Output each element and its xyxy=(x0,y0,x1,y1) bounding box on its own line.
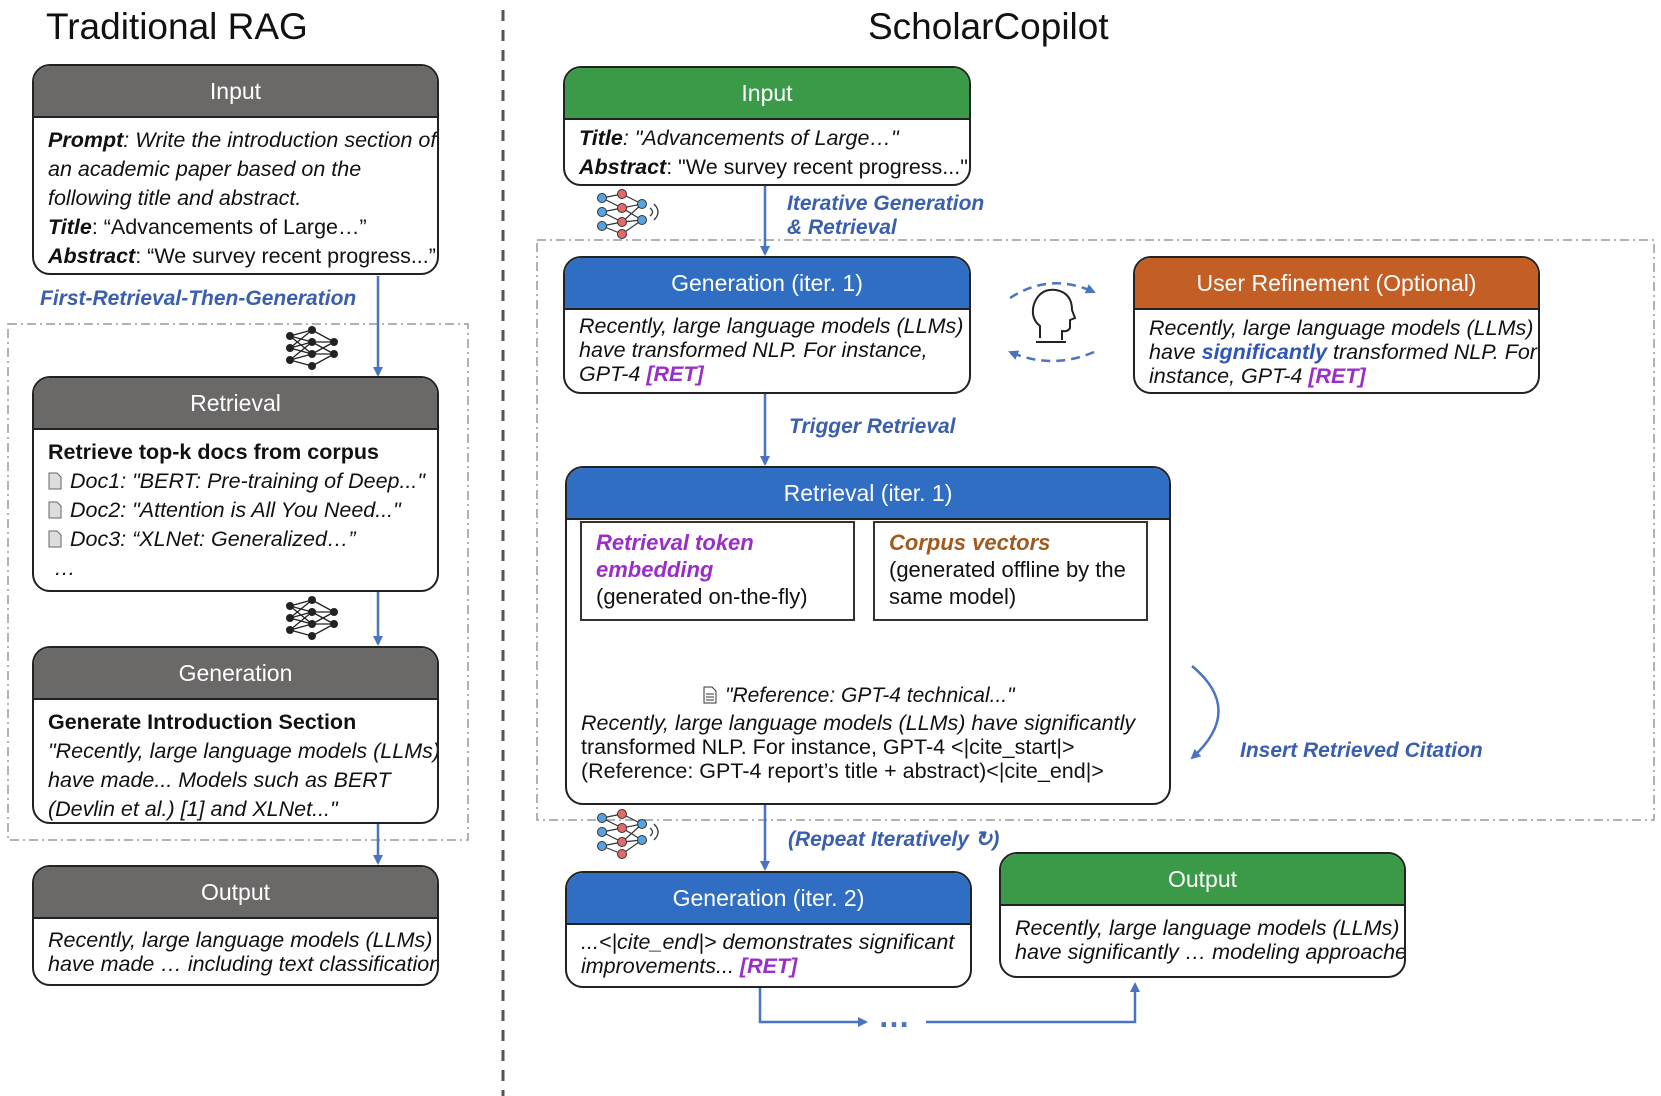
embedding-title-line2: embedding xyxy=(596,557,714,582)
gen1-line1: Recently, large language models (LLMs) xyxy=(579,314,964,338)
abstract-label: Abstract xyxy=(48,244,136,268)
user-refinement-header: User Refinement (Optional) xyxy=(1135,258,1538,310)
right-output-card: Output Recently, large language models (… xyxy=(999,852,1406,978)
left-retrieval-header: Retrieval xyxy=(34,378,437,430)
ret1-header: Retrieval (iter. 1) xyxy=(567,468,1169,520)
right-abstract-label: Abstract xyxy=(579,155,667,179)
prompt-text-line2: an academic paper based on the xyxy=(48,157,362,181)
iterative-generation-line2: & Retrieval xyxy=(787,216,897,239)
gen1-header: Generation (iter. 1) xyxy=(565,258,969,310)
ret-token: [RET] xyxy=(646,362,704,386)
generation-line1: "Recently, large language models (LLMs) xyxy=(48,739,439,763)
arrow-to-user-refinement xyxy=(1009,282,1096,300)
left-pipeline-region xyxy=(7,323,469,841)
document-icon xyxy=(703,686,717,704)
doc-item-2: Doc2: "Attention is All You Need..." xyxy=(70,498,401,522)
gen2-header: Generation (iter. 2) xyxy=(567,873,970,925)
generation-iter1-card: Generation (iter. 1) Recently, large lan… xyxy=(563,256,971,394)
arrow-from-user-refinement xyxy=(1008,350,1095,363)
colored-neural-network-icon xyxy=(596,808,659,860)
first-retrieval-label: First-Retrieval-Then-Generation xyxy=(40,287,357,310)
neural-network-icon xyxy=(285,595,339,641)
iterative-generation-line1: Iterative Generation xyxy=(787,192,985,215)
document-icon xyxy=(48,472,62,490)
corpus-note-line1: (generated offline by the xyxy=(889,557,1126,582)
doc-item-1: Doc1: "BERT: Pre-training of Deep..." xyxy=(70,469,426,493)
gen2-line2: improvements... xyxy=(581,954,740,978)
generation-line2: have made... Models such as BERT xyxy=(48,768,391,792)
corpus-note-line2: same model) xyxy=(889,584,1017,609)
arrow-dots-to-output xyxy=(926,982,1140,1024)
continuation-dots: … xyxy=(878,998,912,1034)
corpus-title: Corpus vectors xyxy=(889,530,1051,555)
left-input-header: Input xyxy=(34,66,437,118)
left-generation-header: Generation xyxy=(34,648,437,700)
left-output-card: Output Recently, large language models (… xyxy=(32,865,439,986)
embedding-note: (generated on-the-fly) xyxy=(596,584,808,609)
title-label: Title xyxy=(48,215,92,239)
prompt-text-line3: following title and abstract. xyxy=(48,186,302,210)
gen1-line3: GPT-4 xyxy=(579,362,647,386)
generation-heading: Generate Introduction Section xyxy=(48,710,357,734)
ret1-line3: (Reference: GPT-4 report’s title + abstr… xyxy=(581,759,1104,783)
retrieval-heading: Retrieve top-k docs from corpus xyxy=(48,440,379,464)
right-iteration-region xyxy=(536,239,1655,821)
colored-neural-network-icon xyxy=(596,188,659,240)
prompt-label: Prompt xyxy=(48,128,124,152)
corpus-vectors-box: Corpus vectors (generated offline by the… xyxy=(873,521,1148,621)
left-generation-card: Generation Generate Introduction Section… xyxy=(32,646,439,824)
doc-item-3: Doc3: “XLNet: Generalized…” xyxy=(70,527,356,551)
ret1-line1: Recently, large language models (LLMs) h… xyxy=(581,711,1136,735)
right-title-label: Title xyxy=(579,126,623,150)
right-abstract-text: : "We survey recent progress..." xyxy=(666,155,968,179)
embedding-title-line1: Retrieval token xyxy=(596,530,754,555)
gen1-line2: have transformed NLP. For instance, xyxy=(579,338,928,362)
right-output-header: Output xyxy=(1001,854,1404,906)
retrieval-token-embedding-box: Retrieval token embedding (generated on-… xyxy=(580,521,855,621)
right-output-line1: Recently, large language models (LLMs) xyxy=(1015,916,1400,940)
arrow-insert-citation xyxy=(1190,665,1220,760)
human-head-icon xyxy=(1031,288,1077,343)
user-line2a: have xyxy=(1149,340,1202,364)
abstract-text: : “We survey recent progress...” xyxy=(135,244,436,268)
prompt-text-line1: : Write the introduction section of xyxy=(123,128,437,152)
iterative-generation-label: Iterative Generation & Retrieval xyxy=(787,192,984,240)
left-output-header: Output xyxy=(34,867,437,919)
left-input-card: Input Prompt: Write the introduction sec… xyxy=(32,64,439,275)
user-line3: instance, GPT-4 xyxy=(1149,364,1309,388)
reference-text: "Reference: GPT-4 technical..." xyxy=(725,684,1015,707)
left-output-line2: have made … including text classificatio… xyxy=(48,952,439,976)
right-title-text: : "Advancements of Large…" xyxy=(622,126,899,150)
insert-citation-label: Insert Retrieved Citation xyxy=(1240,739,1483,762)
significantly-highlight: significantly xyxy=(1201,340,1328,364)
user-line1: Recently, large language models (LLMs) xyxy=(1149,316,1534,340)
retrieval-iter1-card: Retrieval (iter. 1) Recently, large lang… xyxy=(565,466,1171,805)
arrow-gen2-to-dots xyxy=(758,988,868,1027)
doc-ellipsis: … xyxy=(54,556,76,580)
reference-line: "Reference: GPT-4 technical..." xyxy=(703,684,1015,708)
ret-token: [RET] xyxy=(1308,364,1366,388)
traditional-rag-title: Traditional RAG xyxy=(46,6,308,47)
right-input-card: Input Title: "Advancements of Large…" Ab… xyxy=(563,66,971,186)
ret-token: [RET] xyxy=(739,954,798,978)
gen2-line1: ...<|cite_end|> demonstrates significant xyxy=(581,930,955,954)
user-line2c: transformed NLP. For xyxy=(1327,340,1537,364)
ret1-line2: transformed NLP. For instance, GPT-4 <|c… xyxy=(581,735,1075,759)
scholarcopilot-title: ScholarCopilot xyxy=(868,6,1109,47)
left-retrieval-card: Retrieval Retrieve top-k docs from corpu… xyxy=(32,376,439,592)
neural-network-icon xyxy=(285,325,339,371)
repeat-iteratively-label: (Repeat Iteratively ↻) xyxy=(788,828,1000,851)
generation-line3: (Devlin et al.) [1] and XLNet..." xyxy=(48,797,338,821)
user-refinement-card: User Refinement (Optional) Recently, lar… xyxy=(1133,256,1540,394)
generation-iter2-card: Generation (iter. 2) ...<|cite_end|> dem… xyxy=(565,871,972,988)
trigger-retrieval-label: Trigger Retrieval xyxy=(789,415,956,438)
left-output-line1: Recently, large language models (LLMs) xyxy=(48,928,433,952)
right-output-line2: have significantly … modeling approaches… xyxy=(1015,940,1406,964)
right-input-header: Input xyxy=(565,68,969,120)
title-text: : “Advancements of Large…” xyxy=(91,215,367,239)
document-icon xyxy=(48,501,62,519)
document-icon xyxy=(48,530,62,548)
